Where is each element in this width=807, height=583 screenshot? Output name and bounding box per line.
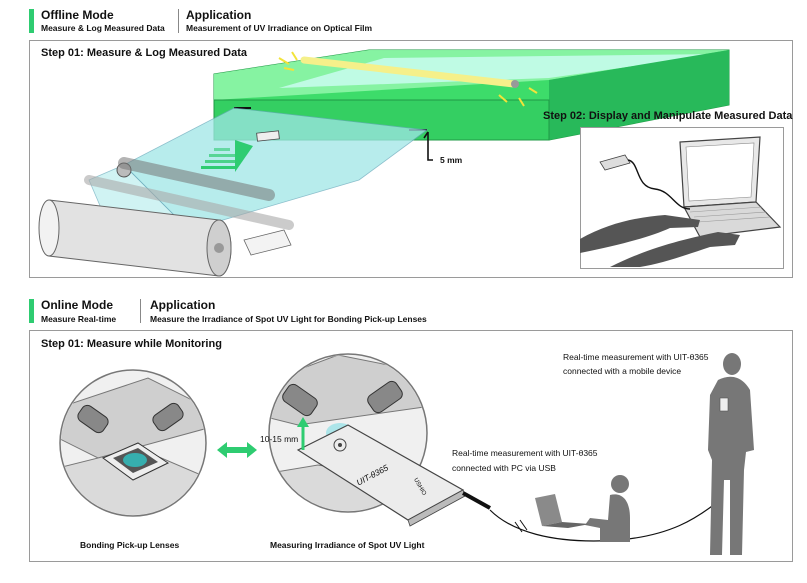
- online-mode-subtitle: Measure Real-time: [41, 314, 117, 324]
- online-application-title: Application: [150, 298, 216, 312]
- offline-header-divider: [178, 9, 179, 33]
- online-mode-title: Online Mode: [41, 298, 113, 312]
- pc-measurement-line2: connected with PC via USB: [452, 463, 556, 473]
- offline-application-title: Application: [186, 8, 252, 22]
- pc-user-silhouette: [535, 475, 630, 542]
- laptop-illustration: [580, 136, 782, 267]
- bonding-lens-closeup: [59, 369, 207, 517]
- film-line-illustration: [38, 49, 730, 277]
- offline-step1-label: Step 01: Measure & Log Measured Data: [41, 47, 248, 59]
- measuring-closeup: [268, 353, 491, 527]
- offline-mode-subtitle: Measure & Log Measured Data: [41, 23, 165, 33]
- mobile-user-silhouette: [708, 353, 754, 555]
- online-accent-bar: [29, 299, 34, 323]
- offline-step2-label: Step 02: Display and Manipulate Measured…: [543, 110, 793, 122]
- pc-measurement-line1: Real-time measurement with UIT-θ365: [452, 448, 598, 458]
- caption-measuring-irradiance: Measuring Irradiance of Spot UV Light: [270, 540, 425, 550]
- gap-label: 5 mm: [440, 155, 463, 165]
- offline-accent-bar: [29, 9, 34, 33]
- offline-application-subtitle: Measurement of UV Irradiance on Optical …: [186, 23, 373, 33]
- caption-bonding-lenses: Bonding Pick-up Lenses: [80, 540, 180, 550]
- mobile-measurement-line1: Real-time measurement with UIT-θ365: [563, 352, 709, 362]
- distance-label: 10-15 mm: [260, 434, 299, 444]
- compare-arrow-icon: [217, 442, 257, 458]
- offline-mode-title: Offline Mode: [41, 8, 114, 22]
- online-header-divider: [140, 299, 141, 323]
- online-application-subtitle: Measure the Irradiance of Spot UV Light …: [150, 314, 427, 324]
- online-step1-label: Step 01: Measure while Monitoring: [41, 338, 222, 350]
- mobile-measurement-line2: connected with a mobile device: [563, 366, 682, 376]
